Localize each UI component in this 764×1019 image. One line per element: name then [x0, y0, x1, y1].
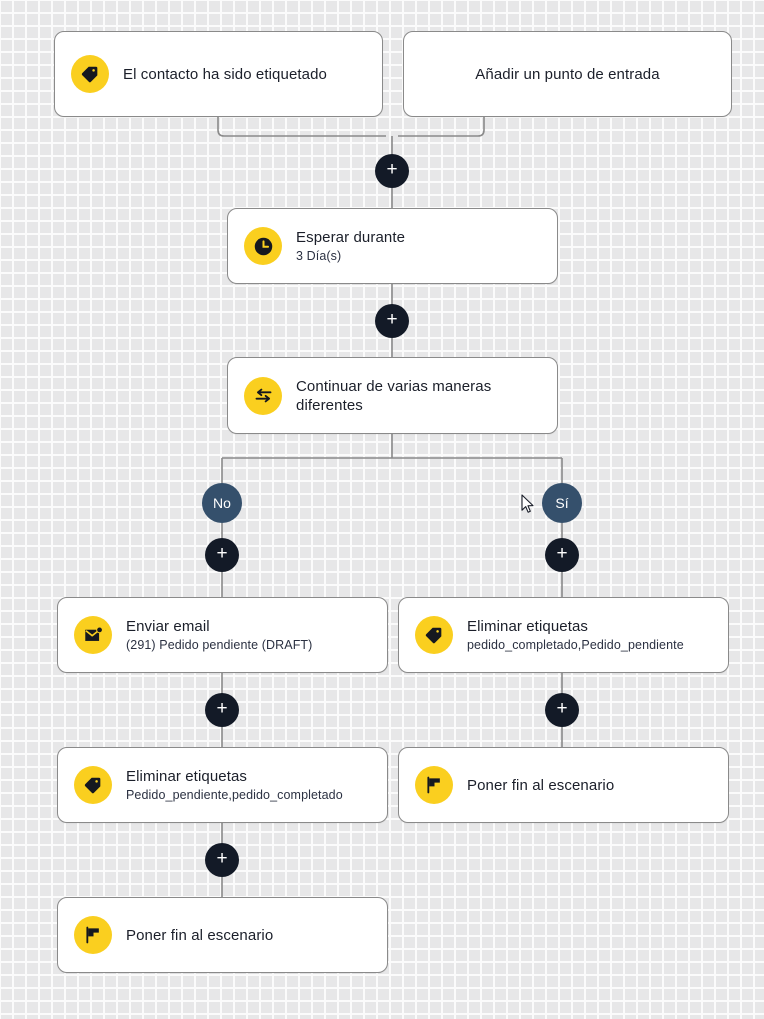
email-icon	[74, 616, 112, 654]
node-end-scenario-left[interactable]: Poner fin al escenario	[57, 897, 388, 973]
add-step-button[interactable]: +	[545, 538, 579, 572]
node-title: Continuar de varias maneras diferentes	[296, 377, 492, 414]
node-title: Poner fin al escenario	[467, 776, 615, 794]
node-send-email[interactable]: Enviar email (291) Pedido pendiente (DRA…	[57, 597, 388, 673]
plus-label: +	[216, 848, 228, 869]
add-step-button[interactable]: +	[545, 693, 579, 727]
node-subtitle: Pedido_pendiente,pedido_completado	[126, 787, 343, 802]
node-contact-tagged[interactable]: El contacto ha sido etiquetado	[54, 31, 383, 117]
node-condition-split[interactable]: Continuar de varias maneras diferentes	[227, 357, 558, 434]
branch-badge-yes[interactable]: Sí	[542, 483, 582, 523]
node-subtitle: pedido_completado,Pedido_pendiente	[467, 637, 684, 652]
tag-icon	[415, 616, 453, 654]
plus-label: +	[386, 309, 398, 330]
node-title: Añadir un punto de entrada	[475, 65, 660, 83]
flag-icon	[415, 766, 453, 804]
node-title: Enviar email	[126, 617, 210, 635]
add-step-button[interactable]: +	[205, 693, 239, 727]
branch-badge-no[interactable]: No	[202, 483, 242, 523]
plus-label: +	[556, 543, 568, 564]
add-step-button[interactable]: +	[375, 154, 409, 188]
tag-icon	[74, 766, 112, 804]
node-subtitle: (291) Pedido pendiente (DRAFT)	[126, 637, 313, 652]
node-title: Poner fin al escenario	[126, 926, 274, 944]
plus-label: +	[386, 159, 398, 180]
branch-label: Sí	[555, 495, 569, 511]
add-step-button[interactable]: +	[375, 304, 409, 338]
flag-icon	[74, 916, 112, 954]
node-remove-tags-left[interactable]: Eliminar etiquetas Pedido_pendiente,pedi…	[57, 747, 388, 823]
node-title: Eliminar etiquetas	[126, 767, 248, 785]
node-end-scenario-right[interactable]: Poner fin al escenario	[398, 747, 729, 823]
node-subtitle: 3 Día(s)	[296, 248, 342, 263]
node-title: El contacto ha sido etiquetado	[123, 65, 327, 83]
node-remove-tags-right[interactable]: Eliminar etiquetas pedido_completado,Ped…	[398, 597, 729, 673]
add-step-button[interactable]: +	[205, 843, 239, 877]
plus-label: +	[216, 543, 228, 564]
plus-label: +	[216, 698, 228, 719]
node-title: Eliminar etiquetas	[467, 617, 589, 635]
clock-icon	[244, 227, 282, 265]
node-wait-duration[interactable]: Esperar durante 3 Día(s)	[227, 208, 558, 284]
tag-icon	[71, 55, 109, 93]
split-arrows-icon	[244, 376, 282, 415]
plus-label: +	[556, 698, 568, 719]
branch-label: No	[213, 495, 231, 511]
node-title: Esperar durante	[296, 228, 406, 246]
add-step-button[interactable]: +	[205, 538, 239, 572]
node-add-entry-point[interactable]: Añadir un punto de entrada	[403, 31, 732, 117]
